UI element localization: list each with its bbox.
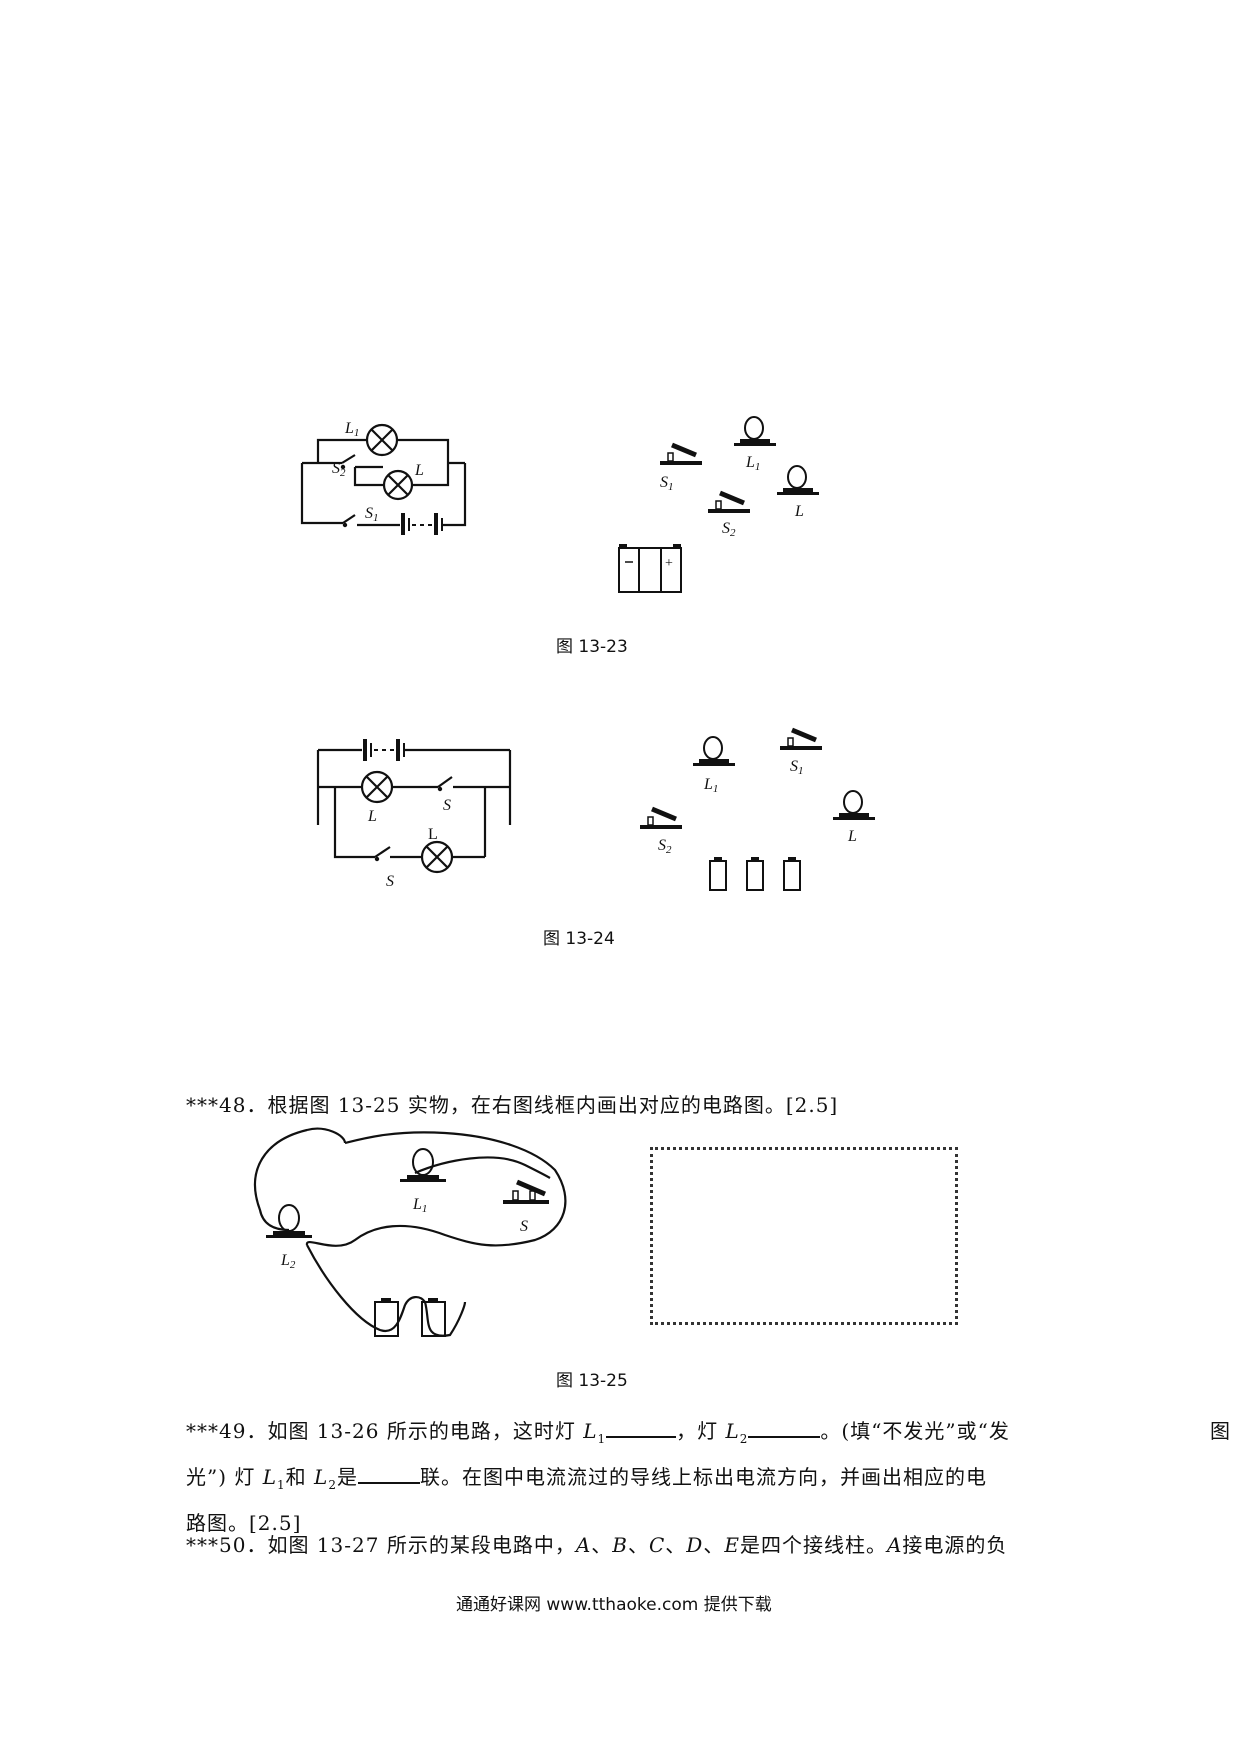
blank-l1-state[interactable]	[606, 1414, 677, 1438]
battery-cells-icon	[374, 1298, 446, 1337]
fig24-label-l-top: L	[367, 808, 377, 825]
fig24-obj-s2: S2	[658, 837, 672, 856]
battery-cells-icon	[709, 857, 801, 891]
fig23-label-l: L	[414, 462, 424, 479]
battery-icon	[618, 544, 682, 593]
switch-icon	[640, 806, 682, 829]
fig24-label-s-top: S	[443, 797, 451, 814]
answer-box[interactable]	[650, 1147, 958, 1325]
switch-icon	[708, 490, 750, 513]
switch-icon	[780, 727, 822, 750]
fig25-obj-l1: L1	[412, 1196, 427, 1215]
fig23-label-s2: S2	[332, 460, 346, 479]
bulb-icon	[693, 736, 735, 766]
blank-l2-state[interactable]	[748, 1414, 821, 1438]
fig23-label-s1: S1	[365, 505, 379, 524]
fig23-obj-s2: S2	[722, 520, 736, 539]
fig24-schematic: L S L S	[316, 739, 512, 890]
fig23-battery: +	[618, 544, 682, 593]
bulb-icon	[833, 790, 875, 820]
fig24-label-s-bottom: S	[386, 873, 394, 890]
question-49: ***49．如图 13-26 所示的电路，这时灯 L1，灯 L2。(填“不发光”…	[186, 1412, 1056, 1542]
fig25-caption: 图 13-25	[556, 1371, 628, 1391]
fig23-objects: S1 L1 L S2	[660, 416, 819, 539]
margin-char: 图	[1210, 1419, 1231, 1443]
fig23-obj-l: L	[794, 503, 804, 520]
fig24-caption: 图 13-24	[543, 929, 615, 949]
bulb-icon	[400, 1148, 446, 1182]
fig23-label-l1: L1	[344, 420, 359, 439]
fig24-objects: L1 S1 S2 L	[640, 727, 875, 891]
bulb-icon	[266, 1204, 312, 1238]
fig23-obj-s1: S1	[660, 474, 674, 493]
fig24-obj-s1: S1	[790, 758, 804, 777]
fig25-obj-s: S	[520, 1218, 528, 1235]
fig24-label-l-bottom: L	[428, 826, 438, 843]
blank-connection-type[interactable]	[357, 1460, 420, 1484]
bulb-icon	[777, 465, 819, 495]
fig24-obj-l1: L1	[703, 776, 718, 795]
fig24-obj-l: L	[847, 828, 857, 845]
question-48: ***48．根据图 13-25 实物，在右图线框内画出对应的电路图。[2.5]	[186, 1093, 839, 1117]
fig23-caption: 图 13-23	[556, 637, 628, 657]
switch-icon	[503, 1179, 549, 1204]
fig25-obj-l2: L2	[280, 1252, 296, 1271]
fig23-obj-l1: L1	[745, 454, 760, 473]
fig23-battery-plus: +	[665, 556, 673, 571]
switch-icon	[660, 442, 702, 465]
bulb-icon	[734, 416, 776, 446]
question-50: ***50．如图 13-27 所示的某段电路中，A、B、C、D、E是四个接线柱。…	[186, 1533, 1008, 1557]
fig25-objects: L1 S L2	[254, 1127, 567, 1337]
fig23-schematic: L1 L S2 S1	[300, 420, 467, 535]
footer: 通通好课网 www.tthaoke.com 提供下载	[456, 1595, 772, 1615]
